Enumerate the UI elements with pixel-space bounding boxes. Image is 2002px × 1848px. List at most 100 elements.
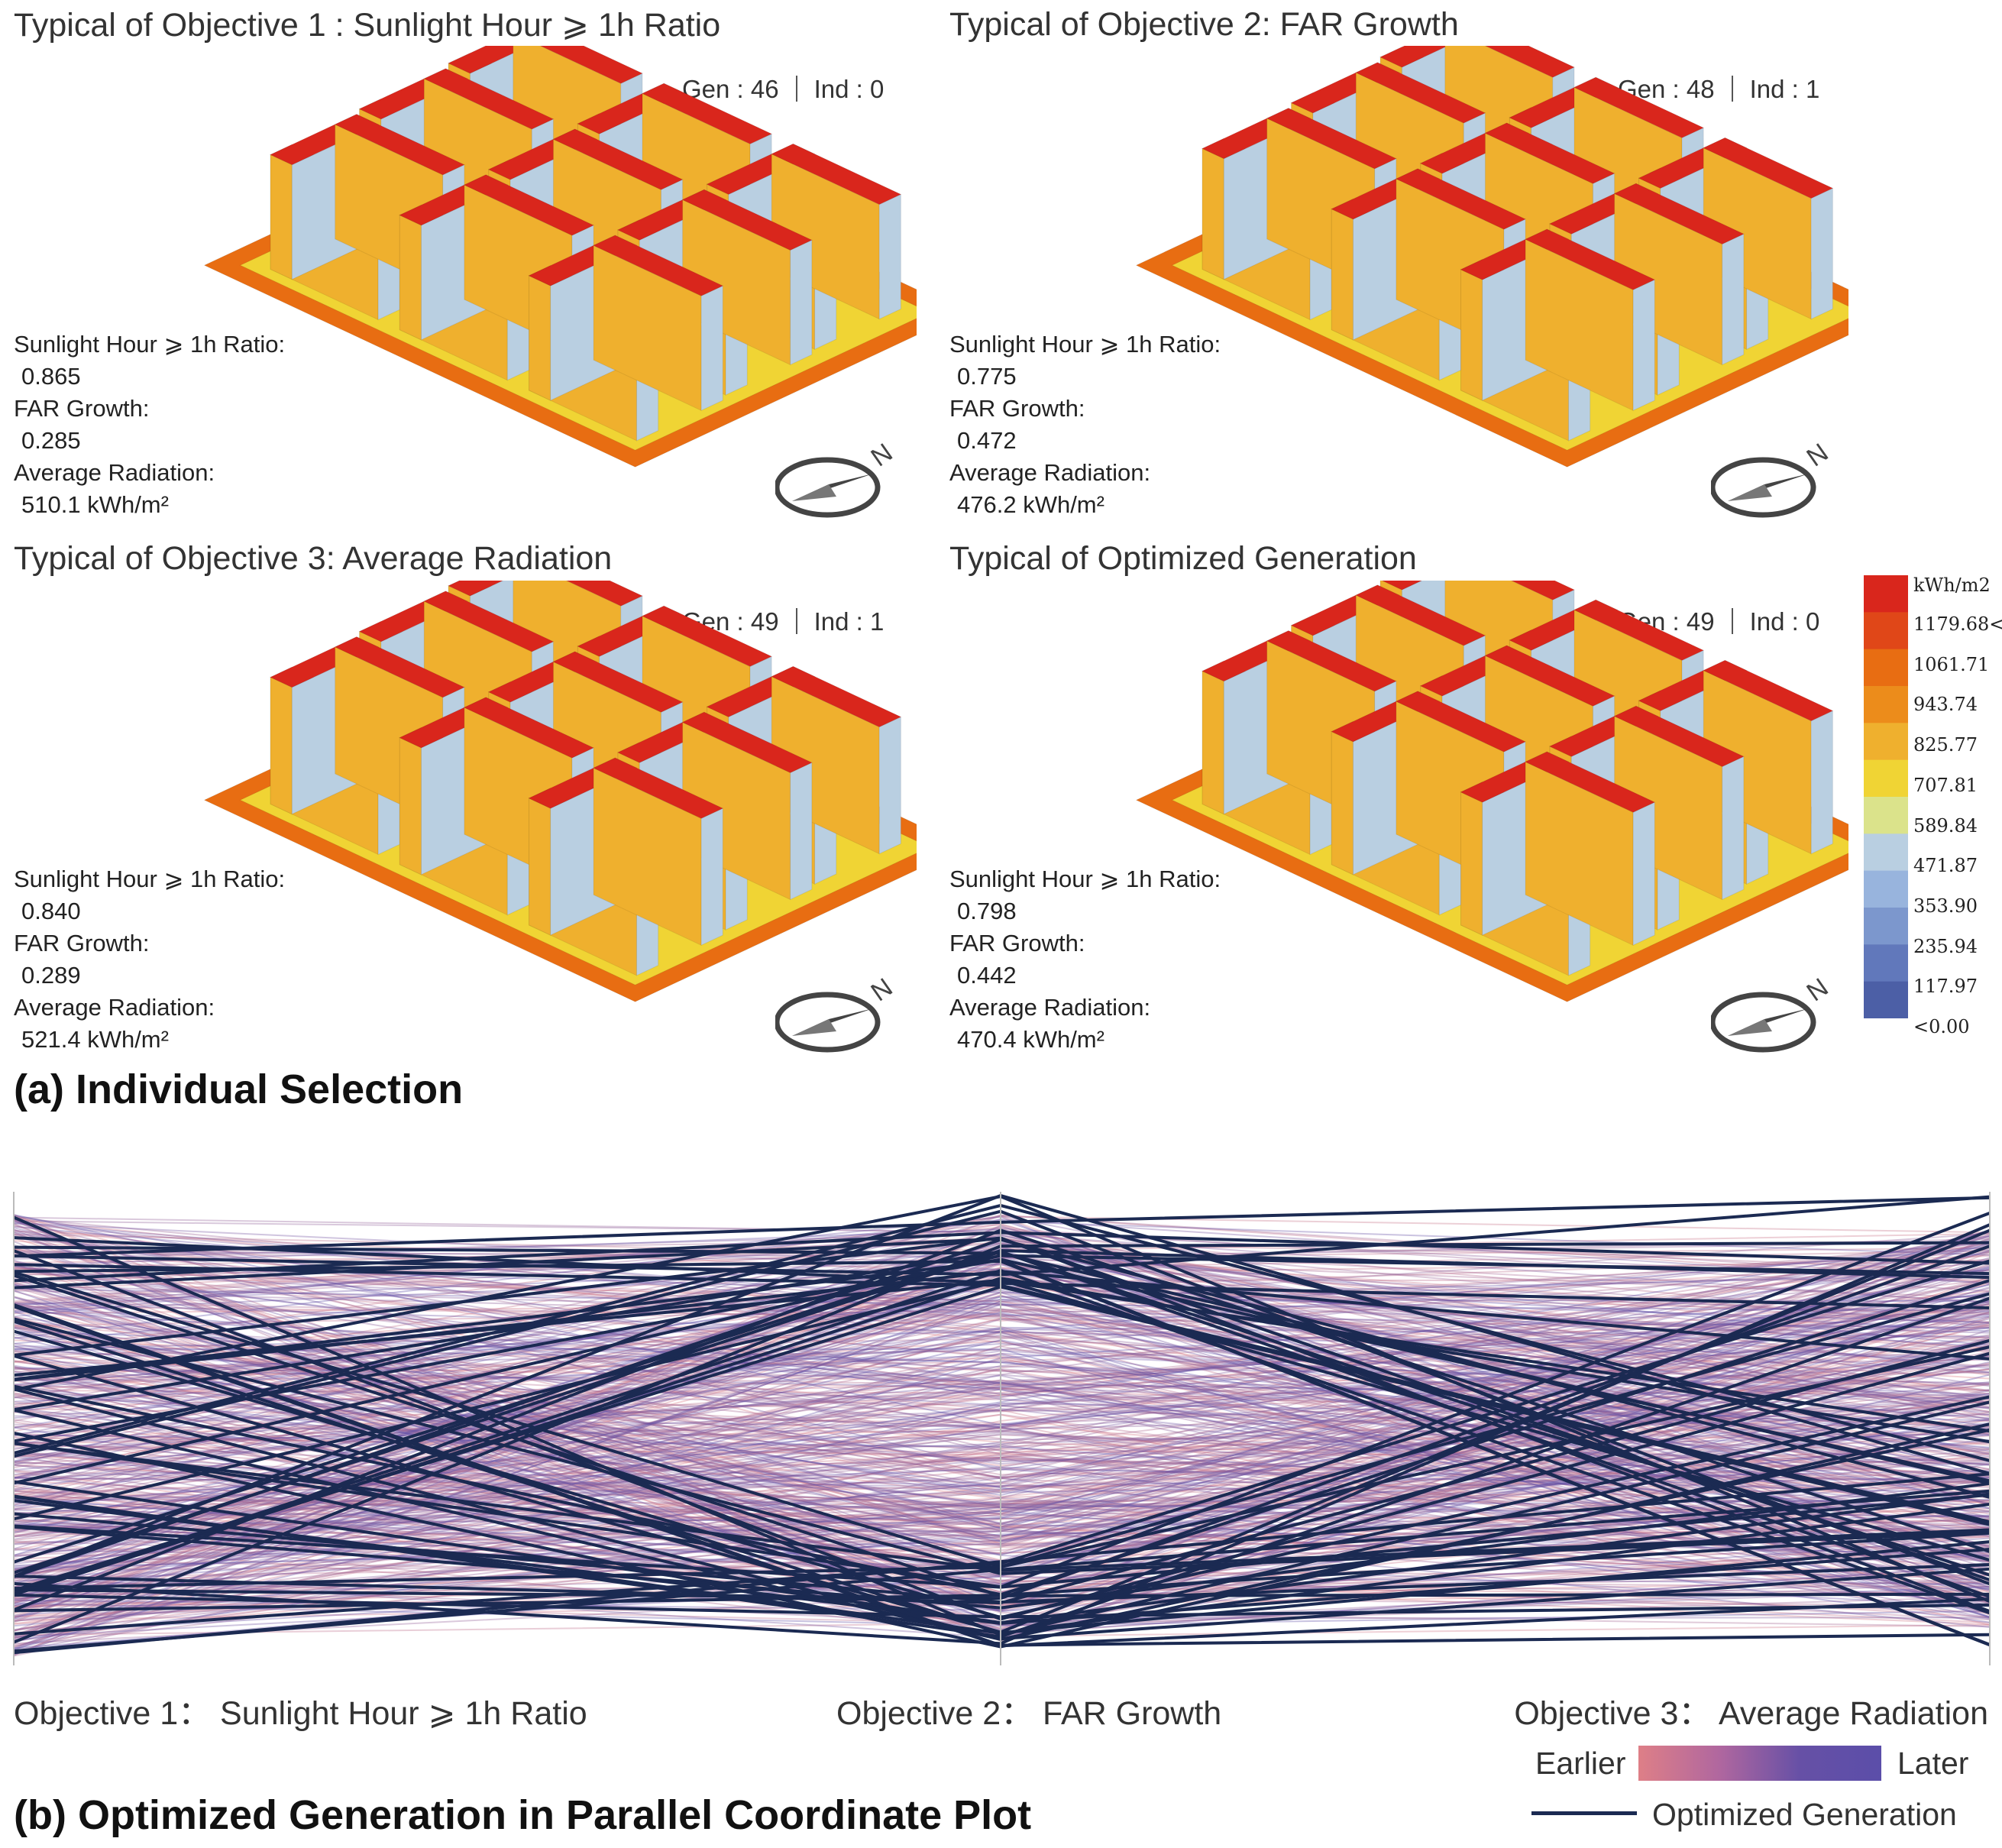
compass-north-icon: N — [775, 978, 898, 1053]
legend-tick-label: <0.00 — [1913, 1016, 1970, 1037]
legend-tick-label: 471.87 — [1913, 855, 1978, 877]
building-roof — [1703, 659, 1834, 722]
svg-text:N: N — [866, 443, 898, 472]
average-radiation-label: Average Radiation: — [949, 459, 1151, 486]
gen-label: Gen : 46 — [682, 75, 779, 103]
legend-swatch — [1864, 723, 1908, 761]
sunlight-ratio-label: Sunlight Hour ⩾ 1h Ratio: — [14, 866, 286, 892]
ind-label: Ind : 1 — [813, 607, 885, 636]
legend-tick-label: 589.84 — [1913, 814, 1978, 837]
generation-gradient-bar — [1638, 1746, 1881, 1781]
legend-swatch — [1864, 908, 1908, 946]
building-roof — [1613, 705, 1745, 767]
average-radiation-value: 476.2 kWh/m² — [957, 491, 1104, 518]
building-wall-south — [1331, 730, 1354, 875]
massing-render — [203, 46, 917, 468]
building-wall-east — [1722, 233, 1745, 366]
average-radiation-value: 521.4 kWh/m² — [21, 1026, 169, 1053]
building-wall-south — [528, 798, 551, 936]
building-roof — [1355, 62, 1486, 124]
optimized-generation-legend-label: Optimized Generation — [1652, 1797, 1957, 1832]
sunlight-ratio-value: 0.798 — [957, 898, 1017, 924]
building-roof — [1524, 228, 1656, 290]
building-roof — [463, 174, 595, 236]
far-growth-label: FAR Growth: — [14, 930, 150, 956]
building-roof — [1484, 46, 1576, 78]
building-wall-south — [1331, 208, 1354, 341]
sunlight-ratio-label: Sunlight Hour ⩾ 1h Ratio: — [14, 331, 286, 358]
ind-label: Ind : 0 — [1749, 607, 1820, 636]
far-growth-label: FAR Growth: — [949, 930, 1085, 956]
svg-text:N: N — [1802, 978, 1833, 1007]
building-roof — [539, 46, 644, 84]
massing-render — [203, 581, 917, 1002]
building-roof — [1703, 137, 1834, 199]
legend-swatch — [1864, 759, 1908, 798]
far-growth-label: FAR Growth: — [949, 395, 1085, 422]
legend-tick-label: 1061.71 — [1913, 653, 1990, 675]
building-wall-south — [1202, 670, 1224, 815]
gen-ind-separator — [795, 608, 797, 634]
building-roof — [641, 83, 773, 144]
optimized-generation-legend-line — [1531, 1811, 1637, 1815]
building-roof — [334, 114, 466, 176]
building-wall-east — [1632, 279, 1655, 412]
building-roof — [423, 591, 555, 652]
building-wall-south — [399, 736, 422, 875]
building-wall-east — [700, 285, 723, 412]
sunlight-ratio-value: 0.775 — [957, 363, 1017, 390]
building-wall-east — [1810, 710, 1833, 855]
building-roof — [448, 581, 504, 597]
building-roof — [1573, 76, 1705, 138]
ind-label: Ind : 1 — [1749, 75, 1820, 103]
massing-render — [1135, 581, 1848, 1002]
gen-ind-separator — [1731, 608, 1733, 634]
building-roof — [552, 651, 684, 713]
building-wall-east — [1722, 756, 1745, 901]
metrics-block: Sunlight Hour ⩾ 1h Ratio: 0.775 FAR Grow… — [949, 328, 1221, 521]
building-roof — [334, 636, 466, 698]
building-wall-east — [790, 239, 813, 366]
average-radiation-label: Average Radiation: — [14, 459, 215, 486]
average-radiation-label: Average Radiation: — [949, 994, 1151, 1021]
gen-ind-separator — [1731, 76, 1733, 102]
far-growth-value: 0.285 — [21, 427, 81, 454]
legend-tick-label: 707.81 — [1913, 774, 1978, 796]
average-radiation-value: 470.4 kWh/m² — [957, 1026, 1104, 1053]
legend-swatch — [1864, 575, 1908, 613]
building-wall-east — [1632, 801, 1655, 947]
building-roof — [463, 697, 595, 759]
compass-north-icon: N — [1711, 978, 1833, 1053]
legend-tick-label: 943.74 — [1913, 694, 1978, 716]
average-radiation-label: Average Radiation: — [14, 994, 215, 1021]
legend-swatch — [1864, 686, 1908, 724]
far-growth-value: 0.442 — [957, 962, 1017, 989]
compass-north-icon: N — [775, 443, 898, 518]
panel-title: Typical of Objective 2: FAR Growth — [949, 6, 1459, 43]
legend-later-label: Later — [1897, 1746, 1969, 1781]
building-wall-south — [1460, 791, 1483, 936]
building-wall-south — [399, 214, 422, 341]
building-wall-east — [790, 762, 813, 901]
building-roof — [1510, 581, 1576, 600]
legend-swatch — [1864, 612, 1908, 650]
building-roof — [1573, 599, 1705, 661]
legend-tick-label: 353.90 — [1913, 895, 1978, 917]
building-roof — [681, 711, 813, 773]
sunlight-ratio-value: 0.840 — [21, 898, 81, 924]
building-roof — [1524, 751, 1656, 813]
average-radiation-value: 510.1 kWh/m² — [21, 491, 169, 518]
building-roof — [592, 757, 724, 819]
building-roof — [1355, 584, 1486, 646]
svg-text:N: N — [1802, 443, 1833, 472]
building-roof — [1381, 581, 1423, 591]
building-roof — [565, 581, 644, 607]
svg-text:N: N — [866, 978, 898, 1007]
building-wall-south — [270, 154, 293, 280]
legend-swatch — [1864, 649, 1908, 687]
building-roof — [1266, 630, 1398, 692]
building-roof — [423, 68, 555, 130]
metrics-block: Sunlight Hour ⩾ 1h Ratio: 0.840 FAR Grow… — [14, 863, 285, 1056]
